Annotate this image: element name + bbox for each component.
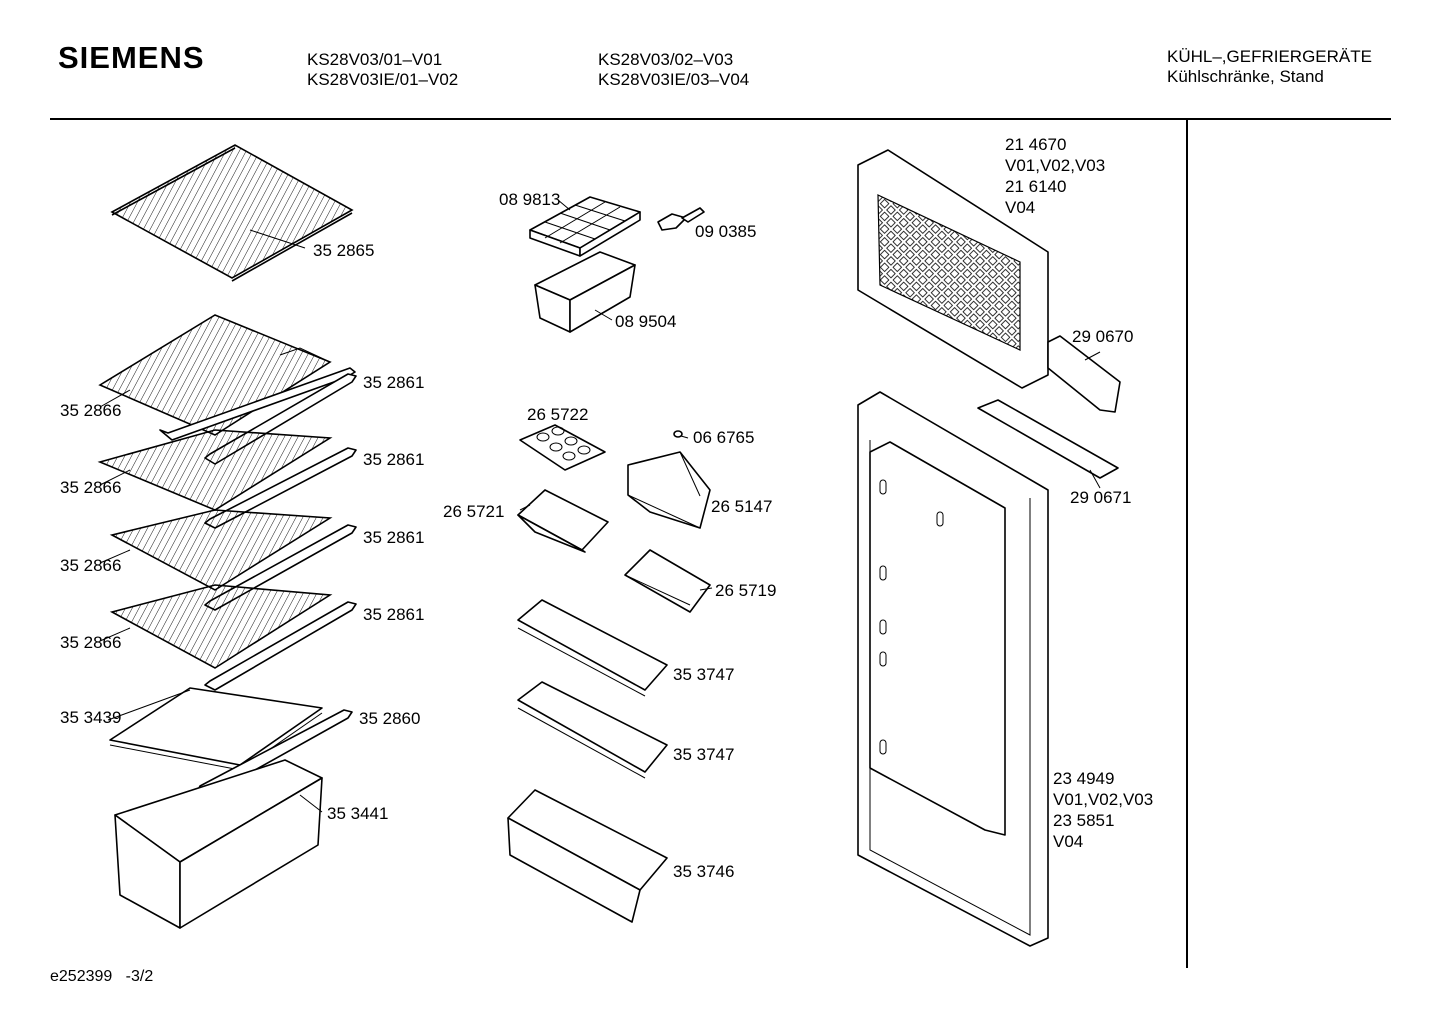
butter-compartment [627, 451, 711, 529]
door-bottle-shelf-large [507, 789, 668, 923]
part-number: 23 5851 [1053, 811, 1115, 830]
brand-logo: SIEMENS [58, 40, 205, 75]
model-number: KS28V03/01–V01 [307, 50, 443, 69]
part-label-352865: 35 2865 [313, 241, 375, 260]
door-shelf-small [624, 549, 711, 613]
door-bottle-shelf-2 [517, 681, 668, 779]
header-divider [50, 118, 1391, 120]
part-label-352866: 35 2866 [60, 633, 122, 652]
part-label-352860: 35 2860 [359, 709, 421, 728]
part-label-352861: 35 2861 [363, 450, 425, 469]
variant-list: V04 [1005, 198, 1036, 217]
part-label-265722: 26 5722 [527, 405, 589, 424]
right-margin-divider [1186, 120, 1188, 968]
glass-plate [109, 687, 323, 771]
part-label-352866: 35 2866 [60, 478, 122, 497]
category-line: Kühlschränke, Stand [1167, 67, 1324, 86]
model-list-1: KS28V03/01–V01 KS28V03IE/01–V02 [307, 50, 458, 90]
model-number: KS28V03IE/03–V04 [598, 70, 750, 89]
variant-list: V04 [1053, 832, 1084, 851]
part-label-234949: 23 4949 V01,V02,V03 23 5851 V04 [1053, 768, 1153, 852]
model-number: KS28V03/02–V03 [598, 50, 734, 69]
model-list-2: KS28V03/02–V03 KS28V03IE/03–V04 [598, 50, 749, 90]
seal-strip-upper [1047, 335, 1121, 413]
freezer-door [857, 149, 1049, 389]
part-label-089504: 08 9504 [615, 312, 677, 331]
leader-lines [99, 199, 1101, 813]
ice-cube-tray [529, 196, 641, 257]
wire-shelf-4 [109, 584, 357, 691]
part-label-089813: 08 9813 [499, 190, 561, 209]
part-label-352861: 35 2861 [363, 605, 425, 624]
part-label-352866: 35 2866 [60, 401, 122, 420]
variant-list: V01,V02,V03 [1005, 156, 1106, 175]
part-label-352866: 35 2866 [60, 556, 122, 575]
category-line: KÜHL–,GEFRIERGERÄTE [1167, 47, 1372, 66]
part-number: 21 4670 [1005, 135, 1067, 154]
egg-tray [519, 424, 606, 471]
model-number: KS28V03IE/01–V02 [307, 70, 459, 89]
ice-scraper [657, 207, 705, 231]
page-reference: -3/2 [125, 968, 154, 985]
door-bottle-shelf-1 [517, 599, 668, 697]
crisper-drawer [114, 759, 323, 929]
part-label-290671: 29 0671 [1070, 488, 1132, 507]
category-heading: KÜHL–,GEFRIERGERÄTE Kühlschränke, Stand [1167, 47, 1372, 87]
part-label-090385: 09 0385 [695, 222, 757, 241]
part-label-352861: 35 2861 [363, 528, 425, 547]
part-label-265721: 26 5721 [443, 502, 505, 521]
diagram-id: e252399 [50, 968, 113, 985]
part-label-265147: 26 5147 [711, 497, 773, 516]
part-number: 21 6140 [1005, 177, 1067, 196]
fridge-door [857, 391, 1049, 947]
small-door-shelf [517, 489, 609, 553]
part-label-214670: 21 4670 V01,V02,V03 21 6140 V04 [1005, 134, 1105, 218]
part-label-353746: 35 3746 [673, 862, 735, 881]
part-label-353747: 35 3747 [673, 745, 735, 764]
part-label-352861: 35 2861 [363, 373, 425, 392]
ice-container [534, 251, 636, 333]
seal-strip-lower [977, 399, 1119, 479]
wire-shelf-top [110, 144, 354, 282]
variant-list: V01,V02,V03 [1053, 790, 1154, 809]
screw [673, 430, 689, 439]
part-number: 23 4949 [1053, 769, 1115, 788]
part-label-290670: 29 0670 [1072, 327, 1134, 346]
part-label-353747: 35 3747 [673, 665, 735, 684]
part-label-353439: 35 3439 [60, 708, 122, 727]
footer-reference: e252399 -3/2 [50, 968, 153, 986]
part-label-265719: 26 5719 [715, 581, 777, 600]
part-label-066765: 06 6765 [693, 428, 755, 447]
part-label-353441: 35 3441 [327, 804, 389, 823]
